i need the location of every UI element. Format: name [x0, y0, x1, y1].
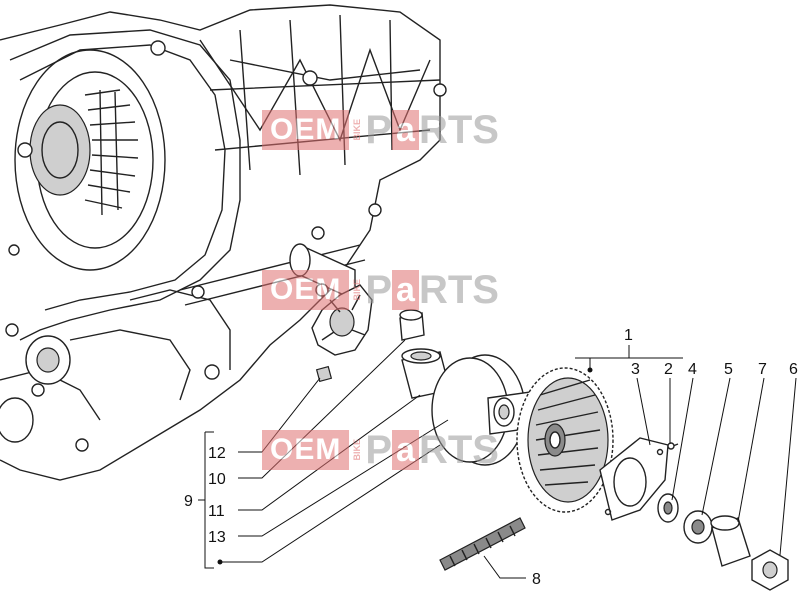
- nut: [751, 549, 789, 591]
- back-plate: [599, 437, 679, 521]
- callout-11: 11: [208, 503, 225, 520]
- pulley-half: [431, 354, 533, 466]
- crankcase-housing: [0, 4, 447, 481]
- washer: [657, 493, 679, 523]
- callout-2: 2: [664, 361, 673, 378]
- callout-7: 7: [758, 361, 767, 378]
- callout-6: 6: [789, 361, 798, 378]
- callout-9: 9: [184, 493, 193, 510]
- spacer: [683, 510, 713, 544]
- bushing-small: [399, 309, 425, 341]
- callout-labels: 1 2 3 4 5 6 7 8 9 10 11 12 13: [184, 327, 798, 588]
- fan-gear: [516, 367, 614, 513]
- callout-5: 5: [724, 361, 733, 378]
- sleeve: [710, 515, 751, 567]
- callout-3: 3: [631, 361, 640, 378]
- callout-8: 8: [532, 571, 541, 588]
- callout-10: 10: [208, 471, 226, 488]
- callout-12: 12: [208, 445, 226, 462]
- leader-lines: [198, 339, 797, 579]
- callout-13: 13: [208, 529, 226, 546]
- callout-4: 4: [688, 361, 697, 378]
- drive-belt: [439, 517, 526, 571]
- callout-1: 1: [624, 327, 633, 344]
